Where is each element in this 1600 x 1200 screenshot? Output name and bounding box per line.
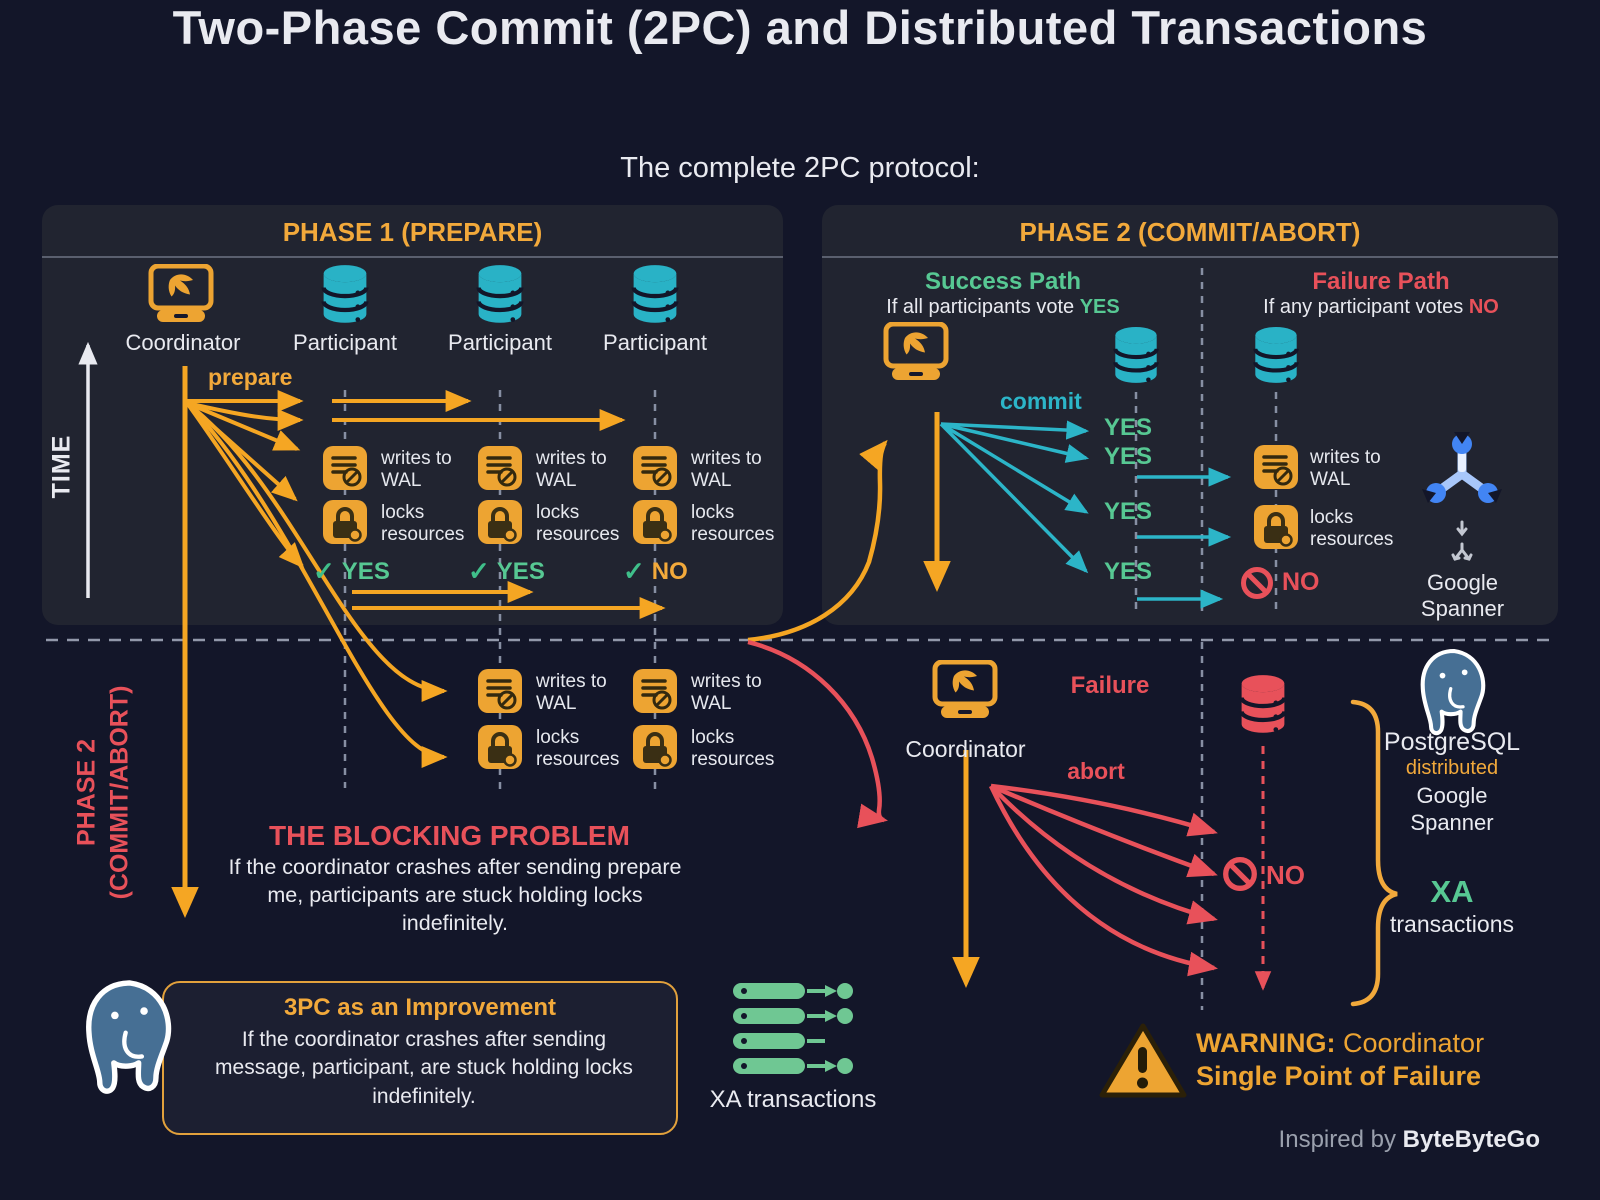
blocking-problem-body: If the coordinator crashes after sending… [228, 855, 682, 935]
locks-label: locks resources [691, 727, 775, 770]
xa-transactions-caption: XA transactions [709, 1086, 877, 1113]
spanner-label: Spanner [1410, 810, 1494, 835]
postgresql-elephant-icon [76, 976, 184, 1098]
lock-icon [323, 500, 367, 544]
wal-icon [323, 446, 367, 490]
postgresql-label: PostgreSQL [1383, 728, 1521, 756]
participant-label: Participant [603, 330, 707, 355]
wal-label: writes to WAL [1310, 447, 1381, 490]
vote-yes: ✓ YES [313, 556, 390, 586]
page-subtitle: The complete 2PC protocol: [620, 152, 980, 184]
distributed-label: distributed [1405, 757, 1499, 779]
threepc-box [162, 981, 678, 1135]
wal-label: writes to WAL [536, 448, 607, 491]
wal-icon [478, 669, 522, 713]
success-path-title: Success Path [924, 268, 1082, 295]
vote-yes: YES [1104, 443, 1153, 470]
coordinator-label: Coordinator [125, 330, 241, 355]
locks-label: locks resources [536, 727, 620, 770]
wal-label: writes to WAL [691, 448, 762, 491]
check-icon: ✓ [468, 556, 490, 586]
failure-label: Failure [1070, 672, 1150, 699]
locks-label: locks resources [381, 502, 465, 545]
vote-yes: ✓ YES [468, 556, 545, 586]
check-icon: ✓ [623, 556, 645, 586]
google-label: Google [1416, 783, 1488, 808]
locks-label: locks resources [536, 502, 620, 545]
wal-label: writes to WAL [536, 671, 607, 714]
wal-icon [478, 446, 522, 490]
wal-icon [633, 669, 677, 713]
prepare-label: prepare [208, 364, 293, 390]
threepc-body: If the coordinator crashes after sending… [215, 1028, 633, 1108]
wal-label: writes to WAL [381, 448, 452, 491]
participant-db-icon [1253, 326, 1299, 386]
no-label: NO [1266, 860, 1305, 890]
participant-db-icon [476, 264, 524, 326]
phase2-side-label: PHASE 2 (COMMIT/ABORT) [72, 685, 134, 900]
phase2-header: PHASE 2 (COMMIT/ABORT) [1019, 217, 1361, 247]
no-label: NO [1282, 568, 1320, 596]
coordinator-icon [147, 264, 215, 324]
warning-triangle-icon [1097, 1020, 1189, 1102]
google-spanner-caption: Google Spanner [1420, 570, 1505, 622]
postgresql-elephant-icon [1413, 646, 1495, 738]
locks-label: locks resources [1310, 507, 1394, 550]
participant-label: Participant [448, 330, 552, 355]
wal-icon [633, 446, 677, 490]
participant-db-icon [1113, 326, 1159, 386]
check-icon: ✓ [313, 556, 335, 586]
coordinator-icon [882, 322, 950, 382]
phase1-header-divider [42, 256, 783, 258]
lock-icon [633, 725, 677, 769]
time-axis-label: TIME [47, 434, 76, 499]
xa-label: XA [1430, 874, 1474, 909]
no-entry-icon [1222, 856, 1258, 892]
lock-icon [1254, 505, 1298, 549]
branch-arrow-icon [1451, 520, 1473, 561]
locks-label: locks resources [691, 502, 775, 545]
phase1-header: PHASE 1 (PREPARE) [282, 217, 543, 247]
page-title: Two-Phase Commit (2PC) and Distributed T… [172, 1, 1428, 54]
failure-path-title: Failure Path [1312, 268, 1450, 295]
transactions-label: transactions [1389, 911, 1514, 937]
blocking-problem-title: THE BLOCKING PROBLEM [269, 820, 630, 851]
no-entry-icon [1240, 566, 1274, 600]
wal-label: writes to WAL [691, 671, 762, 714]
wal-icon [1254, 445, 1298, 489]
warning-line1: WARNING: Coordinator [1196, 1028, 1485, 1058]
participant-label: Participant [293, 330, 397, 355]
coordinator-icon [931, 660, 999, 720]
lock-icon [633, 500, 677, 544]
commit-label: commit [1000, 388, 1082, 414]
abort-label: abort [1067, 758, 1125, 784]
vote-yes: YES [1104, 558, 1153, 585]
google-spanner-icon [1420, 432, 1504, 516]
xa-transactions-icon [733, 983, 855, 1076]
participant-db-icon [321, 264, 369, 326]
lock-icon [478, 725, 522, 769]
phase2-header-divider [822, 256, 1558, 258]
threepc-title: 3PC as an Improvement [283, 994, 557, 1021]
participant-db-icon [631, 264, 679, 326]
credit: Inspired by ByteByteGo [1278, 1126, 1540, 1153]
failure-path-condition: If any participant votes NO [1263, 296, 1499, 318]
participant-db-icon-failed [1239, 674, 1287, 736]
warning-line2: Single Point of Failure [1196, 1061, 1482, 1091]
lock-icon [478, 500, 522, 544]
vote-yes: YES [1104, 498, 1153, 525]
vote-no: ✓ NO [623, 556, 688, 586]
success-path-condition: If all participants vote YES [886, 296, 1120, 318]
vote-yes: YES [1104, 414, 1153, 441]
coordinator-label: Coordinator [905, 736, 1026, 762]
